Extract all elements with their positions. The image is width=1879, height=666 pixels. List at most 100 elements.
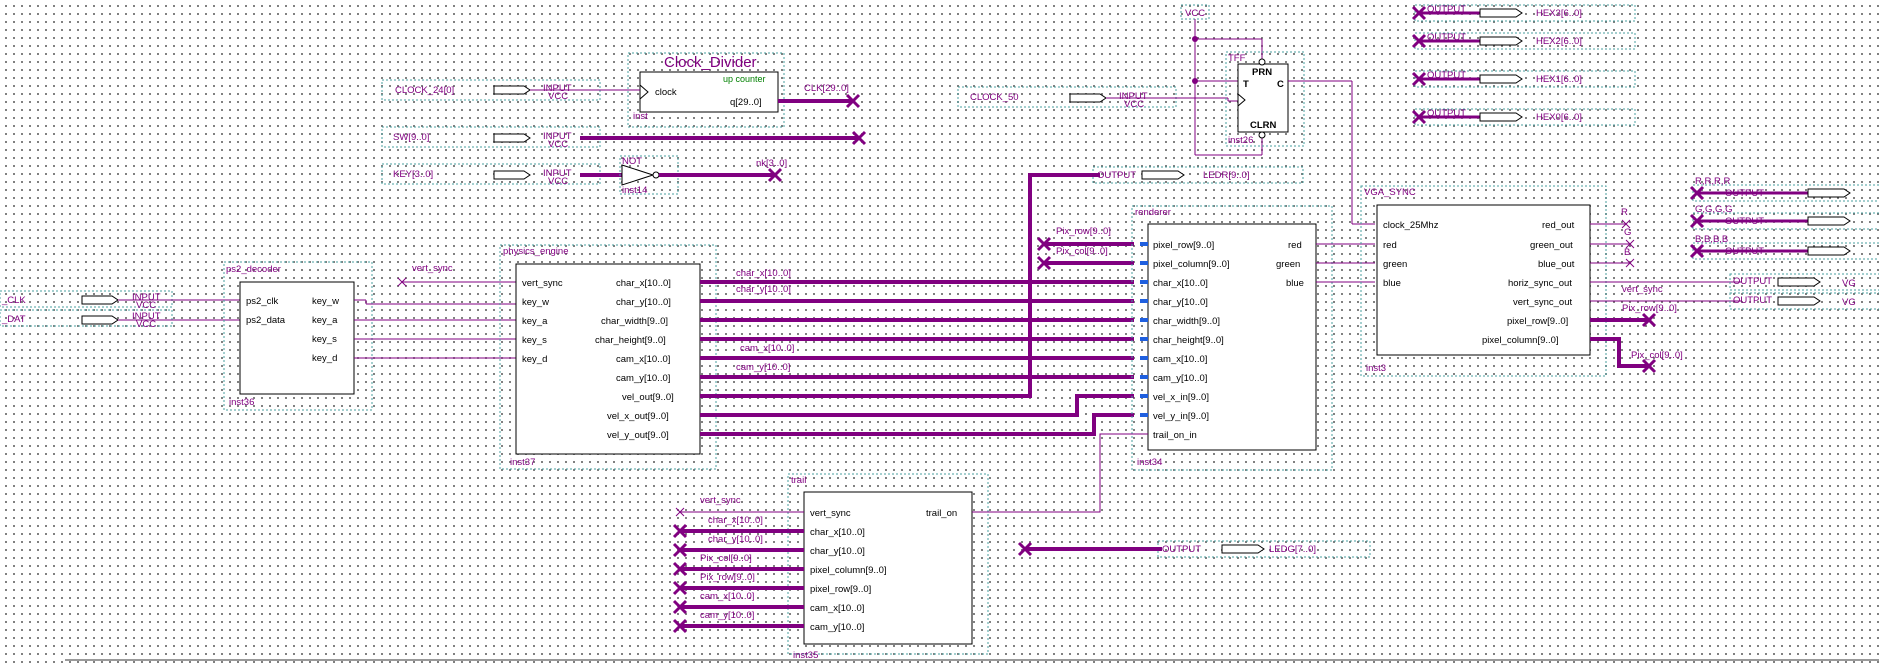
renderer-port-char-height: char_height[9..0]	[1153, 335, 1224, 346]
trail-char-y-label: char_y[10..0]	[708, 534, 763, 545]
vga-sync-title: VGA_SYNC	[1364, 187, 1416, 198]
hex0-output[interactable]: OUTPUT HEX0[6..0]	[1411, 108, 1636, 126]
vcc-source[interactable]: VCC	[1180, 4, 1263, 156]
trail-block[interactable]: trail vert_sync char_x[10..0] char_y[10.…	[787, 433, 1148, 661]
sw-input-pin[interactable]: SW[9..0] INPUT VCC	[381, 126, 867, 150]
cam-y-net-label: cam_y[10..0]	[736, 362, 790, 373]
bbbb-label: B,B,B,B	[1695, 234, 1728, 245]
ledr-output[interactable]: OUTPUT LEDR[9..0]	[1092, 166, 1304, 184]
trail-port-char-y: char_y[10..0]	[810, 546, 865, 557]
physics-port-vert-sync: vert_sync	[522, 278, 563, 289]
ps2-decoder-block[interactable]: ps2_decoder ps2_clk ps2_data key_w key_a…	[223, 261, 516, 411]
hex2-output[interactable]: OUTPUT HEX2[6..0]	[1411, 32, 1636, 50]
trail-pix-col-label: Pix_col[9..0]	[700, 553, 752, 564]
hex0-label: HEX0[6..0]	[1536, 112, 1582, 123]
trail-char-x-label: char_x[10..0]	[708, 515, 763, 526]
pix-row-net-label-r: Pix_row[9..0]	[1056, 226, 1111, 237]
vert-sync-net-label-vga: vert_sync	[1622, 284, 1663, 295]
cam-x-net-label: cam_x[10..0]	[740, 343, 794, 354]
hex2-label: HEX2[6..0]	[1536, 36, 1582, 47]
vga-sync-block[interactable]: VGA_SYNC clock_25Mhz red green blue red_…	[1360, 185, 1607, 377]
ps2-dat-input-word: INPUT	[132, 311, 161, 322]
vga-port-red-out: red_out	[1542, 220, 1575, 231]
trail-vert-sync-label: vert_sync	[700, 495, 741, 506]
renderer-port-cam-y: cam_y[10..0]	[1153, 373, 1207, 384]
vga-hsync-pin-label: VG	[1842, 278, 1856, 289]
vga-port-red: red	[1383, 240, 1397, 251]
tff-clrn: CLRN	[1250, 120, 1277, 131]
ps2-clk-label: _CLK	[1, 295, 26, 306]
physics-port-vel-x-out: vel_x_out[9..0]	[607, 411, 669, 422]
renderer-port-red: red	[1288, 240, 1302, 251]
renderer-block[interactable]: renderer pixel_row[9..0] pixel_column[9.…	[1131, 205, 1375, 471]
renderer-port-vel-y-in: vel_y_in[9..0]	[1153, 411, 1209, 422]
hex1-output[interactable]: OUTPUT HEX1[6..0]	[1411, 70, 1636, 88]
clock50-vcc: VCC	[1124, 99, 1144, 110]
trail-pix-row-label: Pix_row[9..0]	[700, 572, 755, 583]
clock24-vcc: VCC	[548, 91, 568, 102]
tff-title: TFF	[1228, 53, 1246, 64]
ps2-dat-input-pin[interactable]: _DAT INPUT VCC	[0, 309, 244, 330]
ps2-port-key-s: key_s	[312, 334, 337, 345]
trail-port-trail-on: trail_on	[926, 508, 957, 519]
physics-engine-block[interactable]: physics_engine vert_sync key_w key_a key…	[499, 244, 717, 470]
clock50-label: CLOCK_50	[970, 92, 1019, 103]
rrrr-output-word: OUTPUT	[1725, 188, 1764, 199]
clock-divider-block[interactable]: Clock_Divider up counter clock q[29..0] …	[627, 52, 861, 128]
key-input-pin[interactable]: KEY[3..0] INPUT VCC	[381, 163, 622, 187]
renderer-port-pixel-row: pixel_row[9..0]	[1153, 240, 1214, 251]
renderer-pixel-inputs: Pix_row[9..0] Pix_col[9..0]	[1036, 226, 1134, 271]
renderer-port-cam-x: cam_x[10..0]	[1153, 354, 1207, 365]
renderer-port-green: green	[1276, 259, 1300, 270]
char-y-net-label: char_y[10..0]	[736, 284, 791, 295]
ps2-decoder-title: ps2_decoder	[226, 264, 281, 275]
vert-sync-net-label-1: vert_sync	[412, 263, 453, 274]
physics-port-key-w: key_w	[522, 297, 549, 308]
ledg-label: LEDG[7..0]	[1269, 544, 1316, 555]
vga-port-pixel-column: pixel_column[9..0]	[1482, 335, 1559, 346]
clock24-label: CLOCK_24[0]	[395, 85, 454, 96]
pix-col-net-label-vga: Pix_col[9..0]	[1631, 350, 1683, 361]
trail-cam-x-label: cam_x[10..0]	[700, 591, 754, 602]
physics-port-key-a: key_a	[522, 316, 548, 327]
hex1-label: HEX1[6..0]	[1536, 74, 1582, 85]
not-gate-title: NOT	[622, 156, 642, 167]
clock24-input-pin[interactable]: CLOCK_24[0] INPUT VCC	[381, 79, 640, 102]
trail-port-cam-y: cam_y[10..0]	[810, 622, 864, 633]
vga-vsync-pin-label: VG	[1842, 297, 1856, 308]
ps2-port-ps2-data: ps2_data	[246, 315, 286, 326]
clock50-input-pin[interactable]: CLOCK_50 INPUT VCC	[957, 86, 1238, 110]
renderer-port-char-x: char_x[10..0]	[1153, 278, 1208, 289]
hex3-output[interactable]: OUTPUT HEX3[6..0]	[1411, 4, 1636, 22]
ledr-label: LEDR[9..0]	[1203, 170, 1249, 181]
vga-port-horiz-sync-out: horiz_sync_out	[1508, 278, 1572, 289]
vsync-output-word: OUTPUT	[1733, 295, 1772, 306]
trail-title: trail	[791, 475, 806, 486]
physics-renderer-buses: char_x[10..0] char_y[10..0] cam_x[10..0]…	[700, 173, 1134, 436]
ps2-clk-input-pin[interactable]: _CLK INPUT VCC	[0, 290, 244, 311]
clk-net-label: CLK[29..0]	[804, 83, 849, 94]
g-net-label: G	[1624, 227, 1631, 238]
ledg-output[interactable]: OUTPUT LEDG[7..0]	[1017, 540, 1371, 558]
physics-engine-inst: inst37	[510, 457, 535, 468]
physics-port-key-s: key_s	[522, 335, 547, 346]
tff-t: T	[1243, 79, 1249, 90]
renderer-port-vel-x-in: vel_x_in[9..0]	[1153, 392, 1209, 403]
ps2-port-key-w: key_w	[312, 296, 339, 307]
not-gate[interactable]: NOT inst14 nk[3..0]	[619, 155, 787, 196]
rrrr-label: R,R,R,R	[1695, 176, 1731, 187]
physics-port-char-width: char_width[9..0]	[601, 316, 668, 327]
rgb-vga-outputs[interactable]: R,R,R,R OUTPUT G,G,G,G OUTPUT B,B,B,B OU…	[1689, 176, 1879, 310]
trail-port-char-x: char_x[10..0]	[810, 527, 865, 538]
tff-flipflop[interactable]: TFF PRN T C CLRN inst26	[1225, 51, 1375, 225]
gggg-label: G,G,G,G	[1695, 204, 1732, 215]
ps2-dat-vcc: VCC	[136, 319, 156, 330]
trail-cam-y-label: cam_y[10..0]	[700, 610, 754, 621]
tff-inst: inst26	[1228, 135, 1253, 146]
bbbb-output-word: OUTPUT	[1725, 246, 1764, 257]
hsync-output-word: OUTPUT	[1733, 276, 1772, 287]
tff-c: C	[1277, 79, 1284, 90]
physics-port-vel-out: vel_out[9..0]	[622, 392, 674, 403]
